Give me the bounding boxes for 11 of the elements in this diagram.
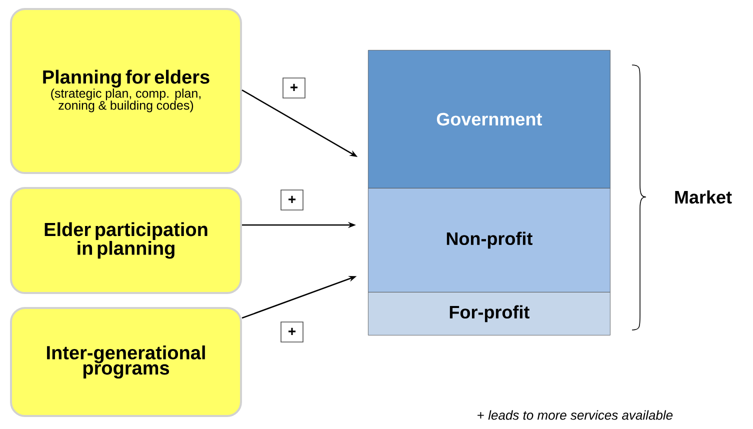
market-label: Market [675,190,732,204]
edge-label: + [280,190,304,210]
sector-band: Government [368,50,610,188]
sector-band: For-profit [368,292,610,336]
sector-band: Non-profit [368,188,610,292]
input-box: Planning for elders (strategic plan, comp. plan, zoning & building codes) [10,8,242,174]
note: + leads to more services available [478,410,673,420]
edge-label: + [282,78,306,98]
edge-label: + [280,322,304,342]
input-box: Inter-generational programs [10,307,242,417]
input-box: Elder participation in planning [10,187,242,294]
